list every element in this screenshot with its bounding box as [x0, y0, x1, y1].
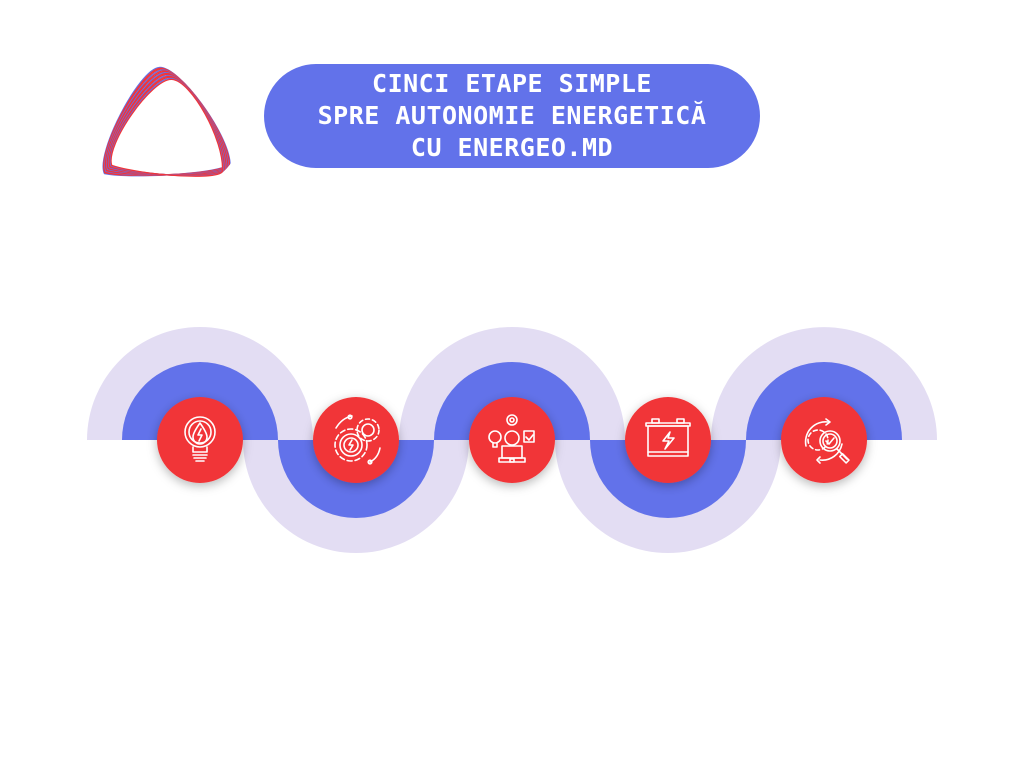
step-5-node [781, 397, 867, 483]
step-5-circle [781, 397, 867, 483]
logo-ring [110, 78, 224, 177]
lightbulb-energy-icon [184, 416, 216, 462]
logo-center [148, 106, 192, 142]
battery-icon [645, 418, 691, 457]
title-line-1: CINCI ETAPE SIMPLE [372, 69, 652, 98]
title-line-2: SPRE AUTONOMIE ENERGETICĂ [317, 101, 707, 130]
triangular-ribbon-logo-icon [102, 66, 231, 177]
inspection-magnifier-icon [804, 418, 850, 464]
step-2-node [313, 397, 399, 483]
energeo-logo [102, 66, 231, 177]
step-3-node [469, 397, 555, 483]
step-4-node [625, 397, 711, 483]
title-line-3: CU ENERGEO.MD [410, 133, 614, 162]
engineer-planning-icon [488, 414, 535, 463]
gears-energy-icon [334, 414, 381, 465]
step-3-circle [469, 397, 555, 483]
step-1-node [157, 397, 243, 483]
title-banner: CINCI ETAPE SIMPLE SPRE AUTONOMIE ENERGE… [264, 64, 760, 168]
step-4-circle [625, 397, 711, 483]
